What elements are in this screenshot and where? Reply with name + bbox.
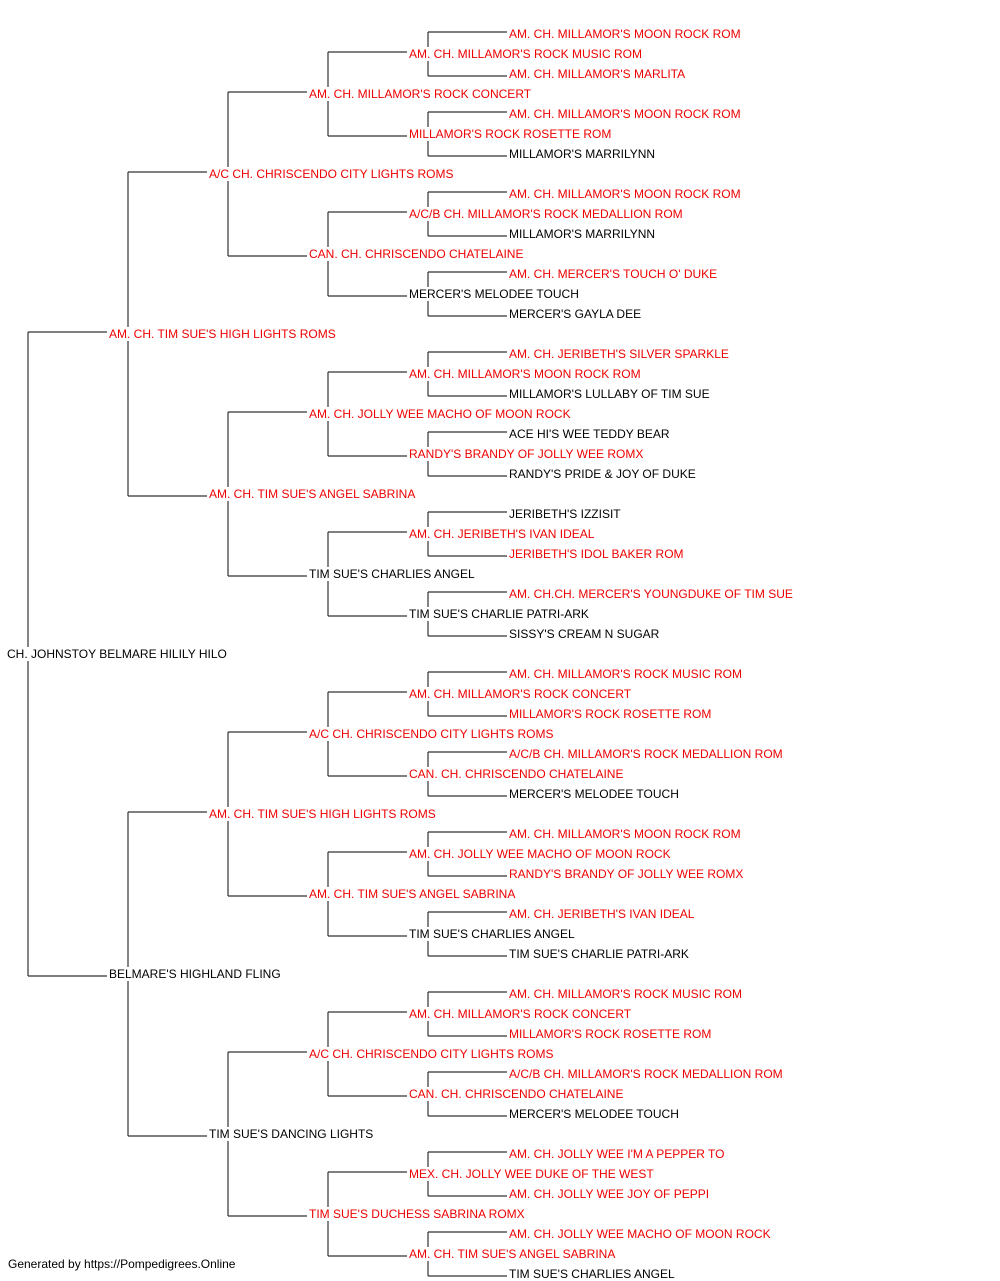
pedigree-entry-gen4: AM. CH. JERIBETH'S IVAN IDEAL [408, 527, 596, 541]
pedigree-entry-gen5: AM. CH. MILLAMOR'S MOON ROCK ROM [508, 107, 742, 121]
pedigree-entry-gen2: AM. CH. TIM SUE'S HIGH LIGHTS ROMS [208, 807, 437, 821]
pedigree-entry-gen4: MERCER'S MELODEE TOUCH [408, 287, 580, 301]
pedigree-entry-gen1: AM. CH. TIM SUE'S HIGH LIGHTS ROMS [108, 327, 337, 341]
pedigree-entry-gen3: CAN. CH. CHRISCENDO CHATELAINE [308, 247, 525, 261]
pedigree-entry-gen5: AM. CH. MILLAMOR'S MOON ROCK ROM [508, 827, 742, 841]
pedigree-entry-gen4: TIM SUE'S CHARLIES ANGEL [408, 927, 576, 941]
pedigree-entry-gen4: AM. CH. MILLAMOR'S ROCK CONCERT [408, 687, 633, 701]
pedigree-entry-gen5: SISSY'S CREAM N SUGAR [508, 627, 661, 641]
pedigree-entry-gen3: AM. CH. JOLLY WEE MACHO OF MOON ROCK [308, 407, 572, 421]
pedigree-entry-gen5: AM. CH. JERIBETH'S IVAN IDEAL [508, 907, 696, 921]
pedigree-entry-gen5: A/C/B CH. MILLAMOR'S ROCK MEDALLION ROM [508, 747, 784, 761]
pedigree-entry-gen3: A/C CH. CHRISCENDO CITY LIGHTS ROMS [308, 727, 555, 741]
pedigree-entry-gen5: MILLAMOR'S MARRILYNN [508, 147, 657, 161]
pedigree-entry-gen0: CH. JOHNSTOY BELMARE HILILY HILO [6, 647, 228, 661]
pedigree-entry-gen5: AM. CH. JOLLY WEE MACHO OF MOON ROCK [508, 1227, 772, 1241]
pedigree-entry-gen4: AM. CH. MILLAMOR'S MOON ROCK ROM [408, 367, 642, 381]
pedigree-entry-gen5: AM. CH.CH. MERCER'S YOUNGDUKE OF TIM SUE [508, 587, 794, 601]
pedigree-entry-gen5: AM. CH. JOLLY WEE I'M A PEPPER TO [508, 1147, 726, 1161]
pedigree-entry-gen2: AM. CH. TIM SUE'S ANGEL SABRINA [208, 487, 417, 501]
pedigree-entry-gen4: AM. CH. MILLAMOR'S ROCK MUSIC ROM [408, 47, 643, 61]
pedigree-entry-gen4: AM. CH. JOLLY WEE MACHO OF MOON ROCK [408, 847, 672, 861]
pedigree-entry-gen5: MERCER'S GAYLA DEE [508, 307, 643, 321]
pedigree-entry-gen5: A/C/B CH. MILLAMOR'S ROCK MEDALLION ROM [508, 1067, 784, 1081]
pedigree-entry-gen5: MILLAMOR'S ROCK ROSETTE ROM [508, 1027, 713, 1041]
pedigree-entry-gen5: TIM SUE'S CHARLIES ANGEL [508, 1267, 676, 1281]
pedigree-entry-gen5: RANDY'S BRANDY OF JOLLY WEE ROMX [508, 867, 745, 881]
pedigree-entry-gen5: TIM SUE'S CHARLIE PATRI-ARK [508, 947, 690, 961]
pedigree-entry-gen5: JERIBETH'S IDOL BAKER ROM [508, 547, 685, 561]
pedigree-entry-gen5: MILLAMOR'S ROCK ROSETTE ROM [508, 707, 713, 721]
pedigree-entry-gen3: A/C CH. CHRISCENDO CITY LIGHTS ROMS [308, 1047, 555, 1061]
pedigree-entry-gen3: AM. CH. TIM SUE'S ANGEL SABRINA [308, 887, 517, 901]
pedigree-entry-gen4: A/C/B CH. MILLAMOR'S ROCK MEDALLION ROM [408, 207, 684, 221]
pedigree-entry-gen4: AM. CH. MILLAMOR'S ROCK CONCERT [408, 1007, 633, 1021]
pedigree-entry-gen5: MERCER'S MELODEE TOUCH [508, 1107, 680, 1121]
pedigree-entry-gen3: AM. CH. MILLAMOR'S ROCK CONCERT [308, 87, 533, 101]
pedigree-entry-gen4: CAN. CH. CHRISCENDO CHATELAINE [408, 1087, 625, 1101]
pedigree-entry-gen2: TIM SUE'S DANCING LIGHTS [208, 1127, 375, 1141]
pedigree-entry-gen5: MERCER'S MELODEE TOUCH [508, 787, 680, 801]
pedigree-entry-gen5: AM. CH. MILLAMOR'S MOON ROCK ROM [508, 187, 742, 201]
pedigree-entry-gen3: TIM SUE'S DUCHESS SABRINA ROMX [308, 1207, 526, 1221]
pedigree-entry-gen5: RANDY'S PRIDE & JOY OF DUKE [508, 467, 697, 481]
pedigree-entry-gen4: MILLAMOR'S ROCK ROSETTE ROM [408, 127, 613, 141]
pedigree-entry-gen4: TIM SUE'S CHARLIE PATRI-ARK [408, 607, 590, 621]
pedigree-entry-gen5: AM. CH. MILLAMOR'S ROCK MUSIC ROM [508, 987, 743, 1001]
pedigree-entry-gen4: RANDY'S BRANDY OF JOLLY WEE ROMX [408, 447, 645, 461]
pedigree-entry-gen5: MILLAMOR'S MARRILYNN [508, 227, 657, 241]
pedigree-entry-gen5: AM. CH. MILLAMOR'S ROCK MUSIC ROM [508, 667, 743, 681]
pedigree-entry-gen5: AM. CH. MILLAMOR'S MOON ROCK ROM [508, 27, 742, 41]
pedigree-entry-gen5: AM. CH. MILLAMOR'S MARLITA [508, 67, 687, 81]
pedigree-entry-gen4: AM. CH. TIM SUE'S ANGEL SABRINA [408, 1247, 617, 1261]
pedigree-entry-gen3: TIM SUE'S CHARLIES ANGEL [308, 567, 476, 581]
footer-credit: Generated by https://Pompedigrees.Online [8, 1257, 236, 1271]
pedigree-entry-gen5: MILLAMOR'S LULLABY OF TIM SUE [508, 387, 711, 401]
pedigree-entry-gen5: AM. CH. MERCER'S TOUCH O' DUKE [508, 267, 719, 281]
pedigree-entry-gen5: AM. CH. JERIBETH'S SILVER SPARKLE [508, 347, 730, 361]
pedigree-entry-gen1: BELMARE'S HIGHLAND FLING [108, 967, 282, 981]
pedigree-entry-gen5: ACE HI'S WEE TEDDY BEAR [508, 427, 671, 441]
pedigree-entry-gen4: MEX. CH. JOLLY WEE DUKE OF THE WEST [408, 1167, 655, 1181]
pedigree-entry-gen4: CAN. CH. CHRISCENDO CHATELAINE [408, 767, 625, 781]
pedigree-entry-gen5: JERIBETH'S IZZISIT [508, 507, 622, 521]
pedigree-entry-gen2: A/C CH. CHRISCENDO CITY LIGHTS ROMS [208, 167, 455, 181]
pedigree-entry-gen5: AM. CH. JOLLY WEE JOY OF PEPPI [508, 1187, 711, 1201]
